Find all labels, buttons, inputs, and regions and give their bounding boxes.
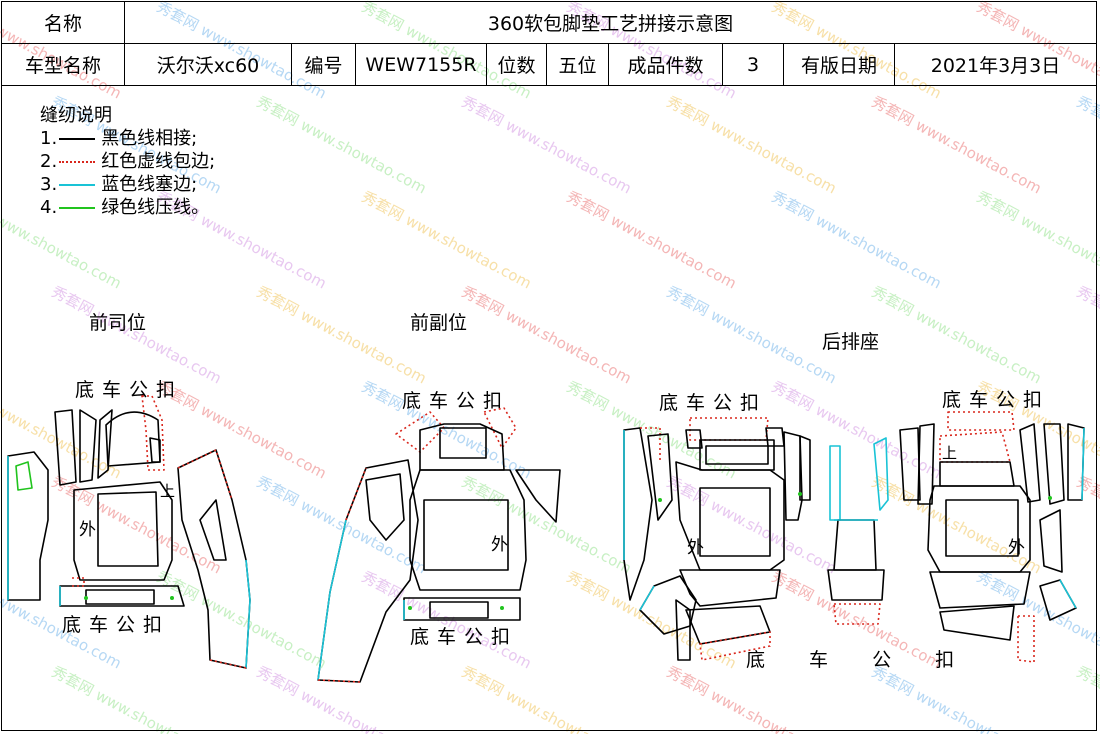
driver-green-patch [15,461,33,491]
rear-out-right-label: 外 [1008,538,1025,558]
rear-title: 后排座 [822,331,880,353]
passenger-top-label: 底车公扣 [402,390,511,412]
code-label: 编号 [291,43,356,86]
driver-out-label: 外 [79,520,96,540]
rear-bottom-label: 底 车 公 扣 [746,649,955,671]
model-label: 车型名称 [1,43,125,86]
passenger-title: 前副位 [410,312,468,334]
rear-left-main [675,461,785,571]
passenger-main-panel [409,469,527,591]
driver-top-label: 底车公扣 [75,379,184,401]
legend-item-black: 1. 黑色线相接; [40,128,198,149]
black-line-swatch [59,137,96,140]
driver-main-panel [73,481,173,581]
rear-right-main [927,485,1031,573]
rear-tunnel-top [833,519,877,571]
driver-left-strip [7,451,49,601]
legend-item-cyan: 3. 蓝色线塞边; [40,174,198,195]
rear-mat-pieces [623,411,1085,663]
rear-right-top-center [939,461,1015,487]
green-line-swatch [59,206,96,209]
seats-value: 五位 [546,43,609,86]
legend-title: 缝纫说明 [40,105,112,126]
passenger-mat-pieces [317,407,561,683]
rear-up-label: 上 [942,444,958,462]
spec-header-table: 名称 360软包脚垫工艺拼接示意图 车型名称 沃尔沃xc60 编号 WEW715… [1,1,1097,86]
passenger-out-label: 外 [491,535,508,555]
date-label: 有版日期 [783,43,895,86]
driver-mat-pieces [7,395,251,669]
model-value: 沃尔沃xc60 [124,43,292,86]
legend-item-red: 2. 红色虚线包边; [40,151,216,172]
driver-bottom-label: 底车公扣 [62,614,171,636]
legend-item-green: 4. 绿色线压线。 [40,197,210,218]
date-value: 2021年3月3日 [894,43,1097,86]
pieces-label: 成品件数 [608,43,723,86]
sewing-legend: 缝纫说明 1. 黑色线相接; 2. 红色虚线包边; 3. 蓝色线塞边; 4. 绿… [40,104,215,219]
cyan-line-swatch [59,183,96,186]
red-dotted-swatch [59,160,96,163]
rear-left-top-center [699,439,775,471]
code-value: WEW7155R [355,43,487,86]
passenger-bottom-label: 底车公扣 [410,626,519,648]
drawing-title: 360软包脚垫工艺拼接示意图 [124,1,1097,44]
pieces-value: 3 [722,43,784,86]
rear-top-left-label: 底车公扣 [659,392,768,414]
rear-top-right-label: 底车公扣 [942,389,1051,411]
seats-label: 位数 [486,43,547,86]
driver-title: 前司位 [89,312,147,334]
passenger-top-center [419,423,505,471]
